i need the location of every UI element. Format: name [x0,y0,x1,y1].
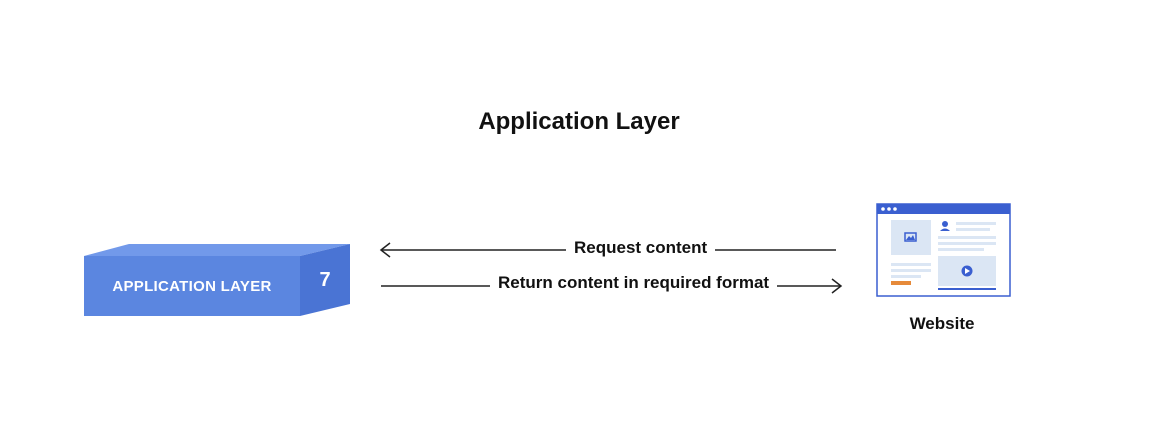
request-label: Request content [566,238,716,258]
diagram-title: Application Layer [478,108,680,135]
layer-number: 7 [319,269,331,291]
box-side-face [300,244,350,316]
image-placeholder-icon [891,220,931,255]
request-arrowhead [379,242,391,258]
box-front-face [84,256,300,316]
return-label: Return content in required format [490,273,778,293]
application-layer-box [84,244,350,316]
return-arrowhead [831,278,843,294]
user-icon [942,221,948,227]
box-top-face [84,244,350,256]
website-icon [876,203,1011,297]
box-label: APPLICATION LAYER [112,278,272,295]
website-label: Website [909,314,975,333]
